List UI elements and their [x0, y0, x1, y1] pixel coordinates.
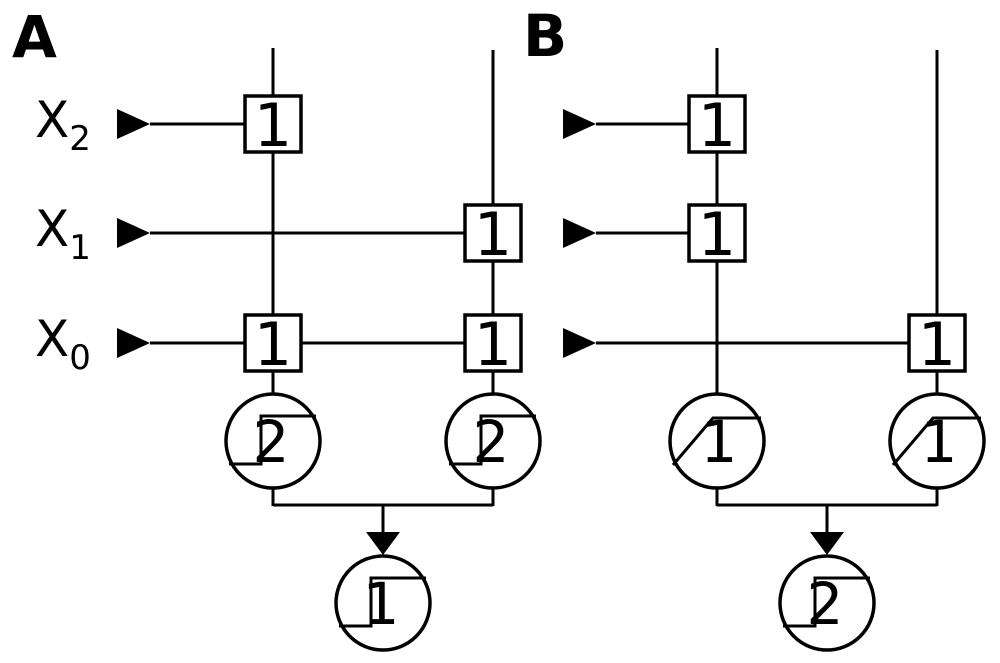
input-label-x1: X1	[35, 200, 91, 268]
weight-value: 1	[698, 91, 736, 161]
weight-value: 1	[474, 200, 512, 270]
input-label-x1-base: X	[35, 200, 69, 258]
weight-box	[243, 313, 303, 373]
input-arrow-icon	[117, 328, 150, 358]
weight-value: 1	[698, 200, 736, 270]
step-activation-icon	[449, 414, 536, 466]
weight-box	[463, 313, 523, 373]
weight-box	[463, 203, 523, 263]
unit-threshold: 1	[363, 570, 400, 638]
weight-value: 1	[254, 310, 292, 380]
panel-b-label: B	[523, 2, 567, 70]
unit-threshold: 1	[701, 408, 738, 476]
flow-arrow-icon	[366, 532, 400, 555]
panel-a: A X2 X1 X0 1 1 1 1 2 2	[12, 3, 542, 652]
step-activation-icon	[229, 414, 316, 466]
unit-threshold: 2	[253, 408, 290, 476]
unit-threshold: 1	[921, 408, 958, 476]
input-label-x1-subscript: 1	[69, 228, 91, 268]
unit-threshold: 2	[473, 408, 510, 476]
ramp-activation-icon	[891, 416, 981, 466]
input-arrow-icon	[117, 109, 150, 139]
input-label-x2: X2	[35, 91, 91, 159]
input-arrow-icon	[117, 218, 150, 248]
input-label-x0: X0	[35, 310, 91, 378]
step-activation-icon	[783, 576, 870, 628]
panel-b: B 1 1 1 1 1 2	[523, 2, 986, 652]
input-arrow-icon	[563, 218, 596, 248]
weight-box	[907, 313, 967, 373]
weight-box	[687, 203, 747, 263]
input-arrow-icon	[563, 109, 596, 139]
input-label-x0-subscript: 0	[69, 338, 91, 378]
ramp-activation-icon	[671, 416, 761, 466]
weight-box	[243, 94, 303, 154]
weight-box	[687, 94, 747, 154]
unit-threshold: 2	[807, 570, 844, 638]
weight-value: 1	[254, 91, 292, 161]
step-activation-icon	[339, 576, 426, 628]
input-label-x2-subscript: 2	[69, 119, 91, 159]
input-label-x0-base: X	[35, 310, 69, 368]
input-arrow-icon	[563, 328, 596, 358]
flow-arrow-icon	[810, 532, 844, 555]
weight-value: 1	[474, 310, 512, 380]
panel-a-label: A	[12, 3, 57, 71]
weight-value: 1	[918, 310, 956, 380]
input-label-x2-base: X	[35, 91, 69, 149]
